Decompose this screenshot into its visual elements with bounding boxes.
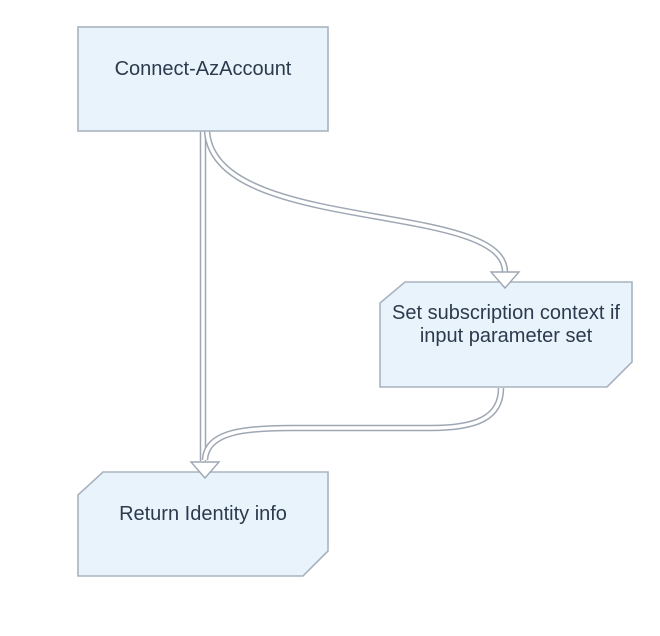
arrowhead-into-subscription-icon	[489, 271, 521, 290]
edge-connect-to-subscription	[203, 130, 509, 273]
node-set-subscription-shape	[379, 281, 633, 388]
node-return-identity-shape	[77, 471, 329, 577]
arrowhead-into-return-icon	[189, 461, 221, 480]
node-connect-azaccount-shape	[77, 26, 329, 132]
edge-subscription-to-return	[201, 387, 505, 461]
